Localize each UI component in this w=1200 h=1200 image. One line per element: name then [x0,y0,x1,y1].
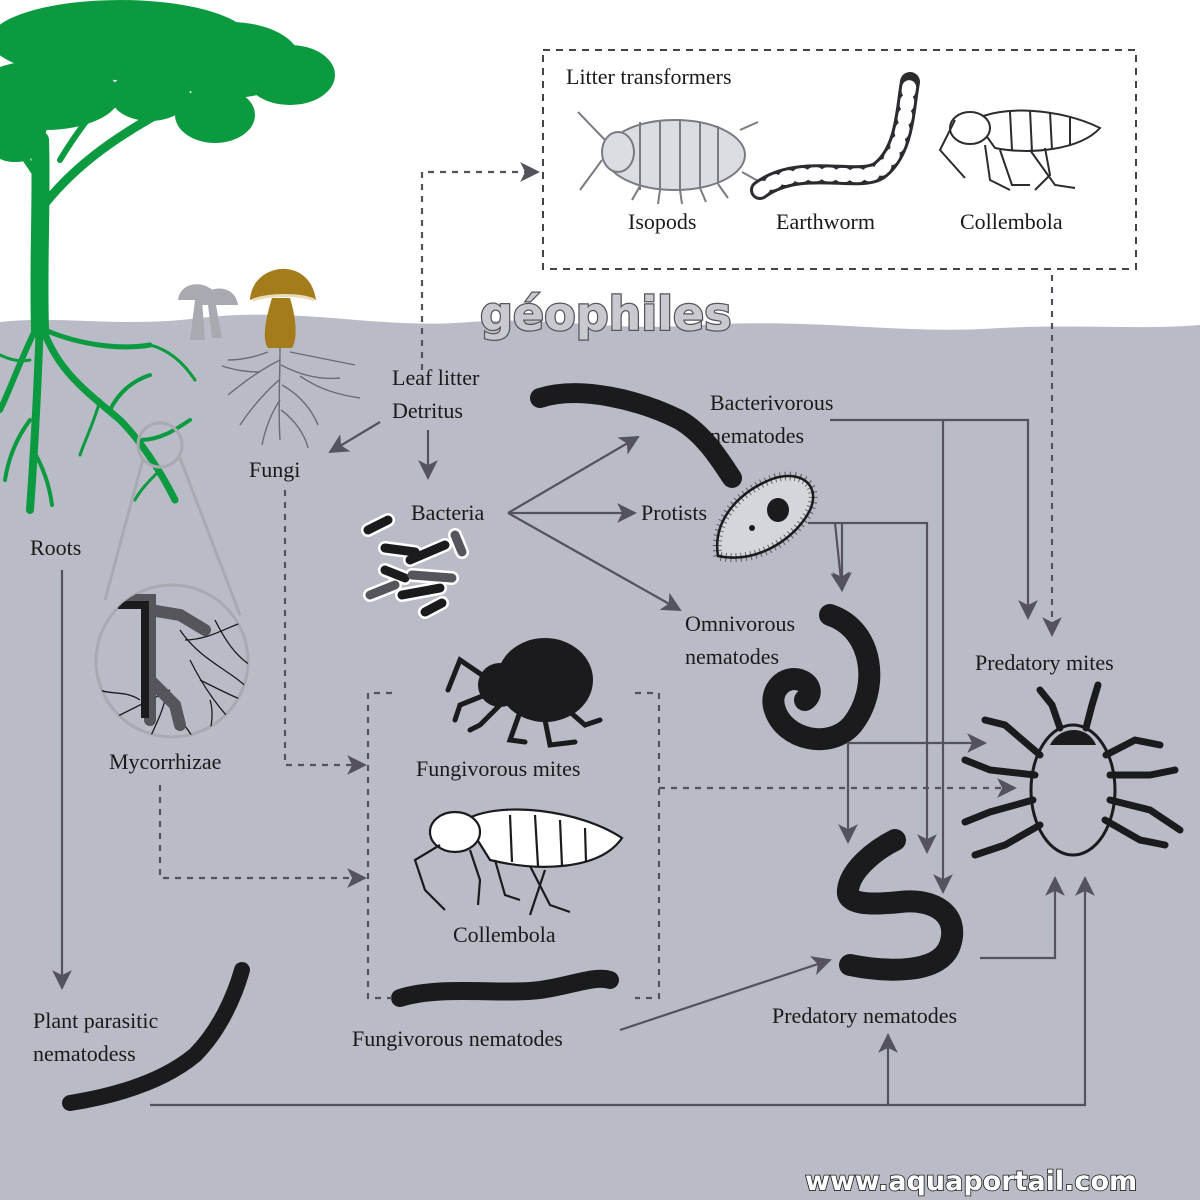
watermark-title: géophiles [480,287,732,341]
bacterivorous-nematodes-label: nematodes [710,423,804,448]
mycorrhizae-label: Mycorrhizae [109,749,221,774]
dashed-food-web-arrows [158,162,1062,1000]
collembola-mid-icon [413,808,624,916]
bacterivorous-nematode-icon [530,383,742,488]
fungivorous-nematode-icon [391,969,619,1007]
website-footer[interactable]: www.aquaportail.com [804,1165,1138,1198]
bacteria-label: Bacteria [411,500,485,525]
mushroom-icon [178,268,361,449]
isopods-label: Isopods [628,209,696,234]
fungivorous-mites-label: Fungivorous mites [416,756,580,781]
predatory-mite-icon [961,681,1184,859]
fungivorous-nematodes-label: Fungivorous nematodes [352,1026,563,1051]
collembola-top-label: Collembola [960,209,1063,234]
earthworm-icon [750,72,920,200]
omnivorous-nematode-icon [762,604,881,751]
fungivorous-mite-icon [445,638,603,748]
leaf-litter-label: Leaf litter [392,365,480,390]
collembola-mid-label: Collembola [453,922,556,947]
bacteria-icon [361,513,469,619]
protist-icon [712,471,818,563]
food-web-arrows [52,418,1095,1107]
detritus-label: Detritus [392,398,463,423]
litter-transformers-title: Litter transformers [566,64,732,89]
predatory-nematodes-label: Predatory nematodes [772,1003,957,1028]
fungi-label: Fungi [249,457,300,482]
predatory-nematode-icon [837,829,963,981]
earthworm-label: Earthworm [776,209,875,234]
predatory-mites-label: Predatory mites [975,650,1114,675]
collembola-icon [938,109,1102,191]
isopod-icon [577,111,761,205]
omnivorous-nematodes-label: nematodes [685,644,779,669]
plant-parasitic-nematodes-label: nematodess [33,1041,136,1066]
tree-icon [0,0,335,514]
bacterivorous-label: Bacterivorous [710,390,833,415]
plant-parasitic-label: Plant parasitic [33,1008,158,1033]
litter-transformers-box [542,49,1137,270]
roots-label: Roots [30,535,81,560]
omnivorous-label: Omnivorous [685,611,795,636]
plant-parasitic-nematode-icon [62,962,250,1111]
protists-label: Protists [641,500,707,525]
